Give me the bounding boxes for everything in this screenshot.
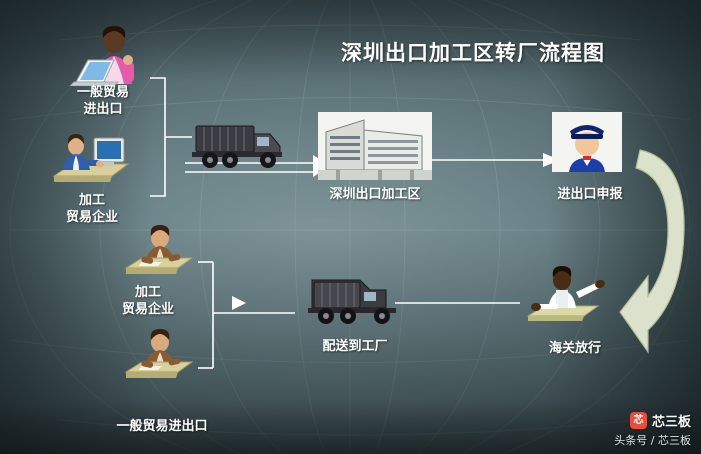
watermark-title: 芯 芯三板 xyxy=(629,411,691,430)
customs-release-icon xyxy=(520,264,620,328)
watermark: 芯 芯三板 头条号 / 芯三板 xyxy=(614,411,691,448)
person-desktop-icon xyxy=(42,124,142,190)
node-label-import-export-declaration: 进出口申报 xyxy=(557,187,623,202)
person-desk-icon-upper xyxy=(112,224,204,282)
node-label-general-trade-import-export-bottom: 一般贸易进出口 xyxy=(116,419,208,434)
factory-building-icon xyxy=(318,112,432,180)
customs-officer-icon xyxy=(552,112,622,172)
watermark-subtitle: 头条号 / 芯三板 xyxy=(614,434,691,447)
person-desk-icon-lower xyxy=(112,328,204,386)
watermark-badge-icon: 芯 xyxy=(629,412,647,429)
truck-icon xyxy=(182,118,292,174)
person-laptop-icon xyxy=(62,24,158,87)
node-label-processing-trade-enterprise-bottom: 加工 贸易企业 xyxy=(121,285,174,317)
truck-icon-delivery xyxy=(296,272,408,330)
node-label-shenzhen-export-processing-zone: 深圳出口加工区 xyxy=(329,187,421,202)
node-label-general-trade-import-export: 一般贸易 进出口 xyxy=(76,85,129,117)
diagram-title: 深圳出口加工区转厂流程图 xyxy=(341,41,605,65)
node-label-delivery-to-factory: 配送到工厂 xyxy=(322,339,388,354)
node-label-processing-trade-enterprise-top: 加工 贸易企业 xyxy=(65,193,118,225)
node-label-customs-release: 海关放行 xyxy=(548,341,601,356)
